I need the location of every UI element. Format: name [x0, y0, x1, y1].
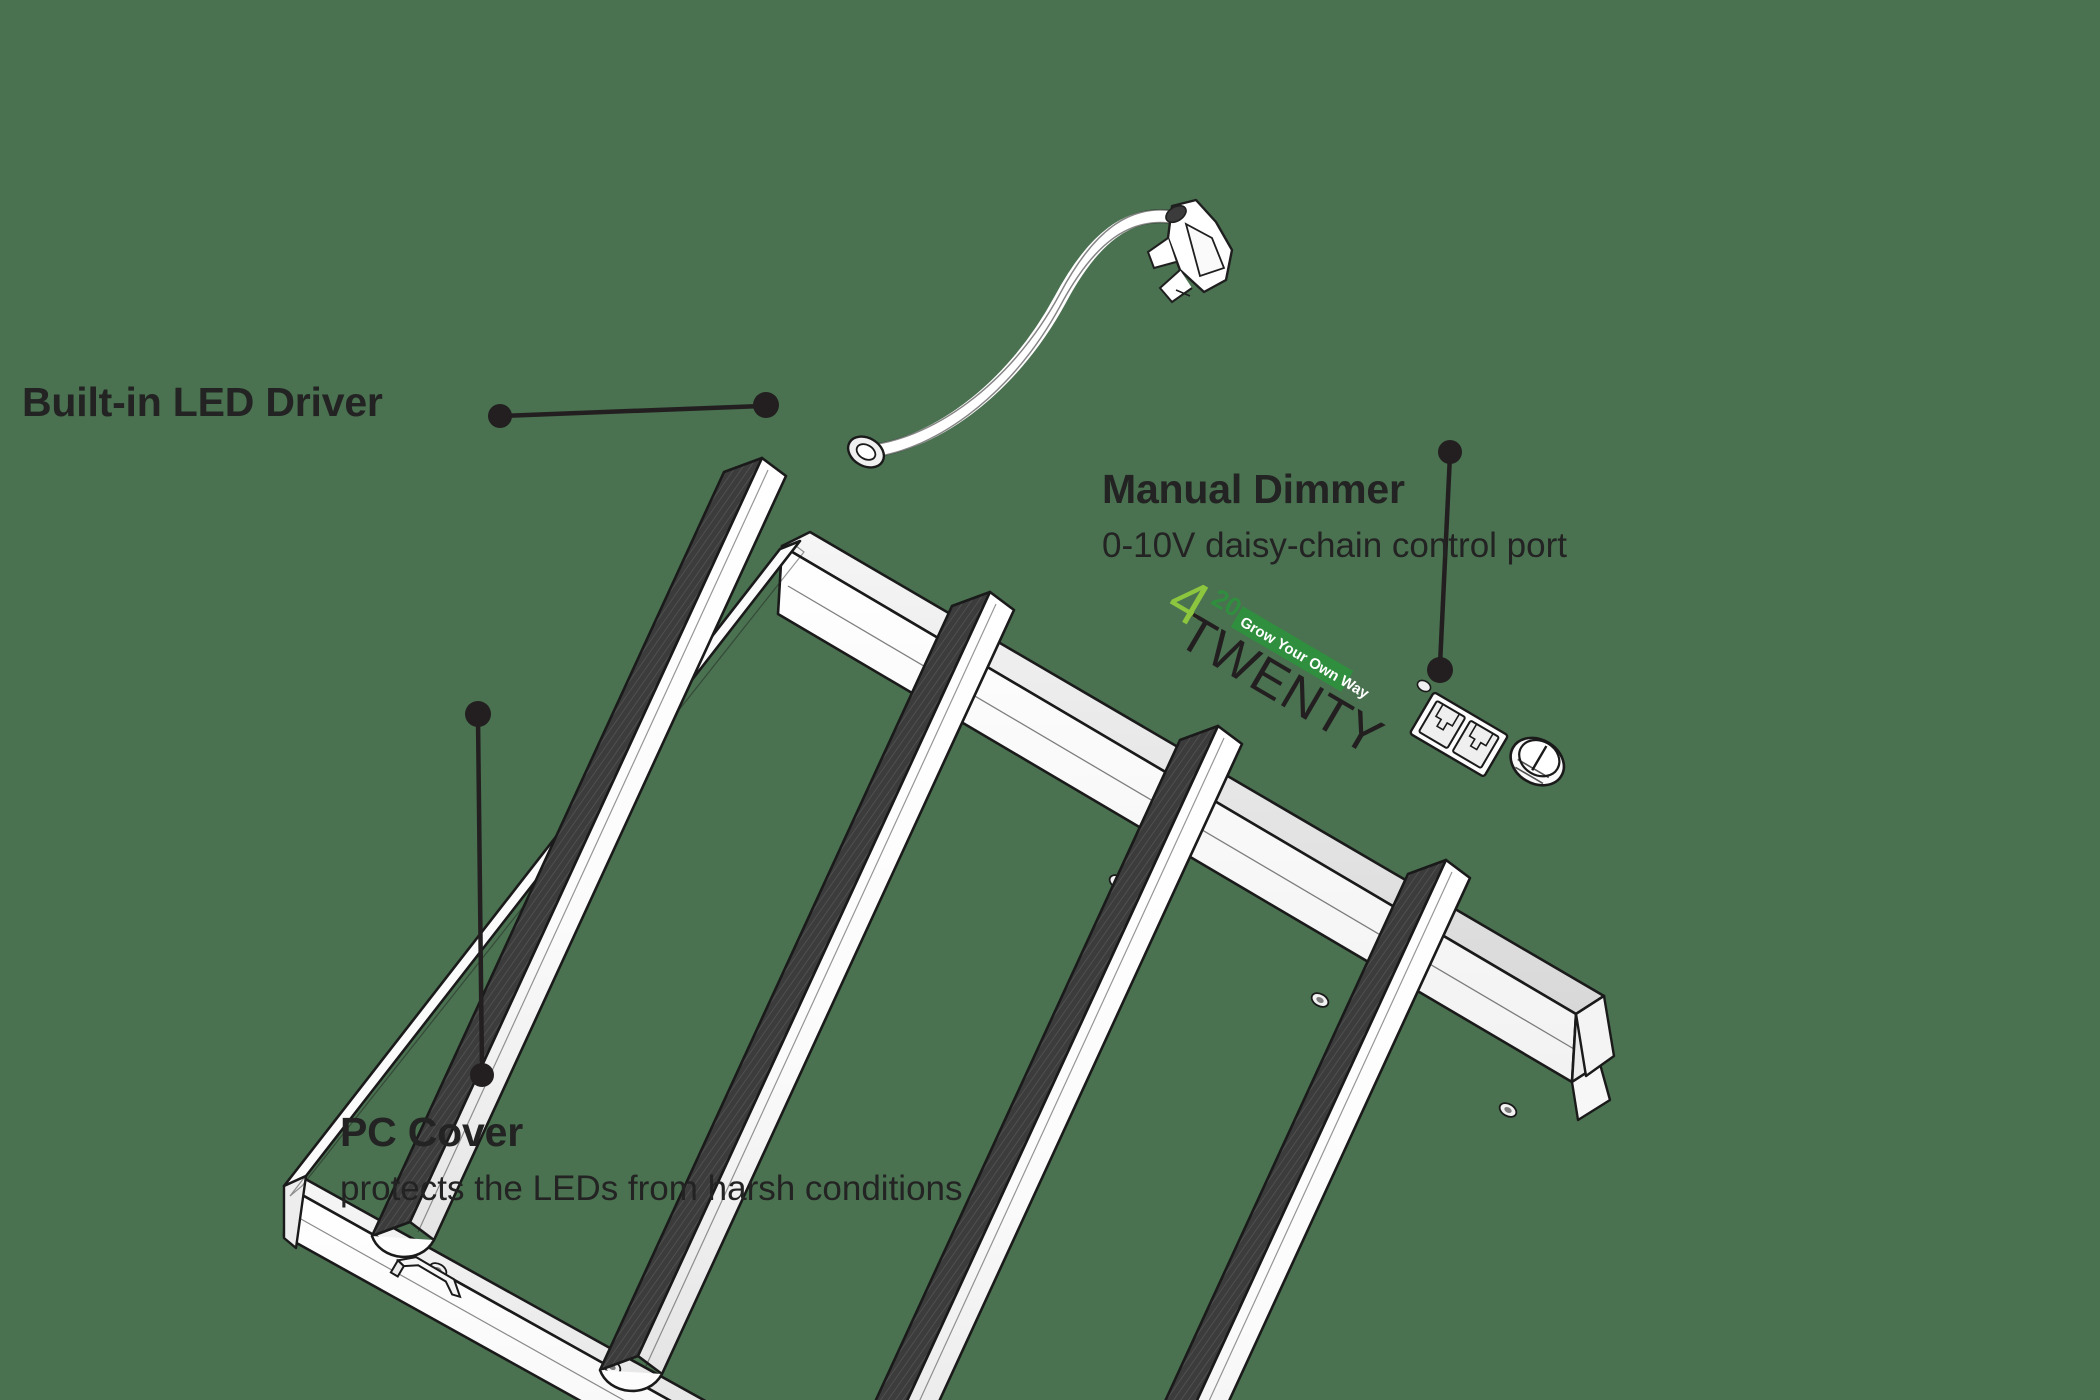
logo-tagline-banner [1230, 606, 1354, 692]
leader-pc-cover [465, 701, 494, 1087]
control-port-plate [1409, 691, 1509, 778]
callout-leaders [465, 392, 1462, 1087]
callout-subtitle-manual-dimmer: 0-10V daisy-chain control port [1102, 526, 1567, 566]
power-cord-group [855, 198, 1234, 460]
dimmer-control-group[interactable] [1409, 678, 1573, 795]
dimmer-screw [1416, 679, 1432, 693]
led-bar-2 [598, 590, 1016, 1393]
bracket-left [389, 1256, 462, 1299]
led-bar-4 [1164, 858, 1472, 1400]
power-cord [855, 209, 1185, 459]
callout-title-led-driver: Built-in LED Driver [22, 379, 383, 425]
callout-subtitle-pc-cover: protects the LEDs from harsh conditions [340, 1169, 963, 1209]
callout-title-pc-cover: PC Cover [340, 1109, 523, 1155]
callout-manual-dimmer: Manual Dimmer 0-10V daisy-chain control … [1102, 466, 1567, 566]
callout-title-manual-dimmer: Manual Dimmer [1102, 466, 1405, 512]
power-cord-outline-bottom [861, 221, 1179, 460]
leader-manual-dimmer [1427, 440, 1462, 683]
leader-dot-driver-text [488, 404, 512, 428]
fixture-end-right [1574, 994, 1616, 1078]
power-cord-outline-top [861, 209, 1179, 447]
fixture-frame: 4 20 Grow Your Own Way TWENTY [282, 435, 1616, 1400]
mounting-brackets [389, 1256, 462, 1299]
cord-grommet [846, 435, 886, 469]
dimmer-knob [1509, 736, 1566, 787]
leader-dot-driver-target [753, 392, 779, 418]
led-bars [370, 456, 1472, 1400]
callout-built-in-led-driver: Built-in LED Driver [22, 379, 383, 425]
led-bar-1 [370, 456, 788, 1259]
leader-dot-dimmer-target [1427, 657, 1453, 683]
rj-port-1 [1418, 700, 1466, 749]
callout-pc-cover: PC Cover protects the LEDs from harsh co… [340, 1109, 963, 1209]
rj-port-2 [1452, 720, 1500, 769]
leader-dot-pccover-text [470, 1063, 494, 1087]
power-plug [1146, 198, 1234, 304]
leader-dot-dimmer-text [1438, 440, 1462, 464]
leader-led-driver [488, 392, 779, 428]
leader-dot-pccover-target [465, 701, 491, 727]
led-bar-3 [874, 724, 1244, 1400]
